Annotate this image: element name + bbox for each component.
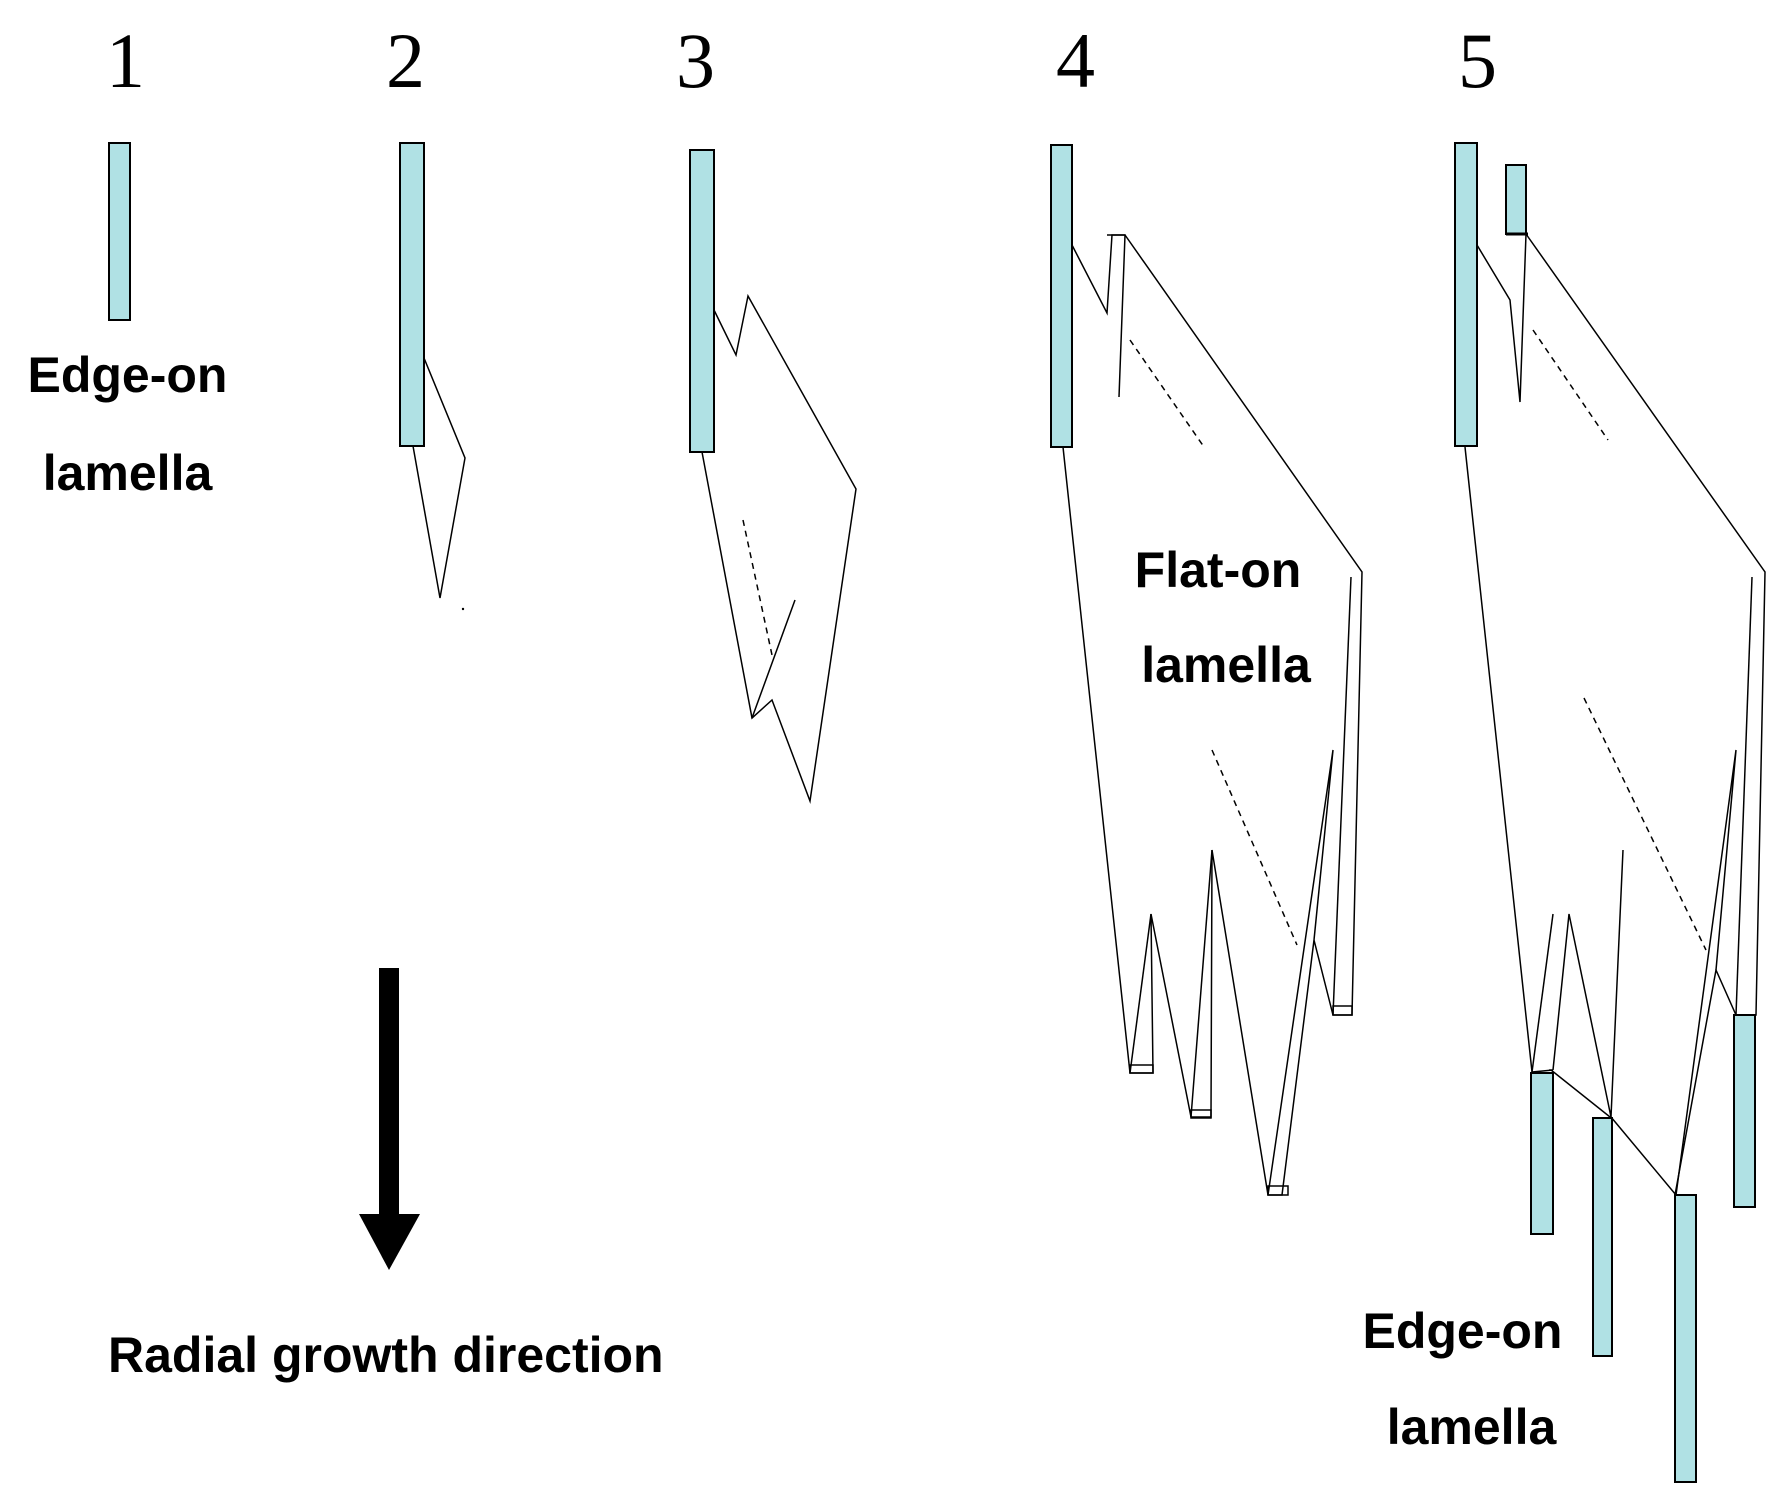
stage-number-4: 4	[1056, 17, 1095, 104]
stage-1-drawing	[108, 142, 131, 321]
chain-fold-box	[1332, 1005, 1353, 1016]
chain-fold-box	[1129, 1064, 1154, 1074]
stage-number-3: 3	[676, 17, 715, 104]
edge-on-label-top-line1: Edge-on	[27, 347, 228, 403]
edge-on-lamella	[108, 142, 131, 321]
dashed-fold	[1129, 339, 1205, 448]
edge-on-lamella	[1733, 1014, 1756, 1208]
stage-5-drawing	[1454, 142, 1766, 1483]
edge-on-lamella	[1505, 164, 1527, 235]
arrow-shaft	[379, 968, 399, 1218]
folded-chain	[1464, 233, 1766, 1196]
folded-chain	[1190, 849, 1213, 1118]
folded-chain	[1476, 233, 1527, 403]
dashed-fold	[742, 519, 773, 656]
folded-chain	[412, 357, 466, 599]
folded-chain	[1735, 576, 1753, 1016]
flat-on-label-line1: Flat-on	[1134, 542, 1302, 598]
chain-fold-box	[1190, 1109, 1212, 1119]
folded-chain	[1531, 913, 1554, 1073]
stage-number-2: 2	[386, 17, 425, 104]
edge-on-lamella	[1050, 144, 1073, 448]
edge-on-label-bottom-line2: lamella	[1386, 1399, 1557, 1455]
folded-chain	[1071, 234, 1126, 398]
flat-on-label-line2: lamella	[1141, 637, 1311, 693]
edge-on-lamella	[399, 142, 425, 447]
folded-chain	[751, 599, 796, 719]
dashed-fold	[1532, 329, 1609, 441]
chain-end-dot	[461, 607, 465, 611]
folded-chain	[1552, 849, 1624, 1118]
folded-chain	[1332, 576, 1352, 1016]
dashed-fold	[1211, 749, 1298, 946]
edge-on-label-bottom-line1: Edge-on	[1362, 1303, 1563, 1359]
arrow-label: Radial growth direction	[108, 1327, 664, 1383]
folded-chain	[1675, 749, 1737, 1196]
edge-on-lamella	[689, 149, 715, 453]
folded-chain	[1267, 749, 1334, 1196]
edge-on-lamella	[1674, 1194, 1697, 1483]
arrow-head	[359, 1214, 420, 1270]
edge-on-lamella	[1592, 1117, 1613, 1357]
edge-on-label-top-line2: lamella	[42, 445, 213, 501]
edge-on-lamella	[1530, 1072, 1554, 1235]
folded-chain	[1062, 234, 1363, 1196]
dashed-fold	[1583, 697, 1707, 951]
folded-chain	[701, 293, 857, 804]
stage-3-drawing	[689, 149, 857, 804]
edge-on-lamella	[1454, 142, 1478, 447]
chain-fold-box	[1267, 1185, 1289, 1196]
radial-growth-arrow	[359, 968, 420, 1270]
stage-4-drawing	[1050, 144, 1363, 1196]
stage-number-5: 5	[1458, 17, 1497, 104]
stage-2-drawing	[399, 142, 466, 611]
folded-chain	[1129, 913, 1152, 1074]
stage-number-1: 1	[106, 17, 145, 104]
